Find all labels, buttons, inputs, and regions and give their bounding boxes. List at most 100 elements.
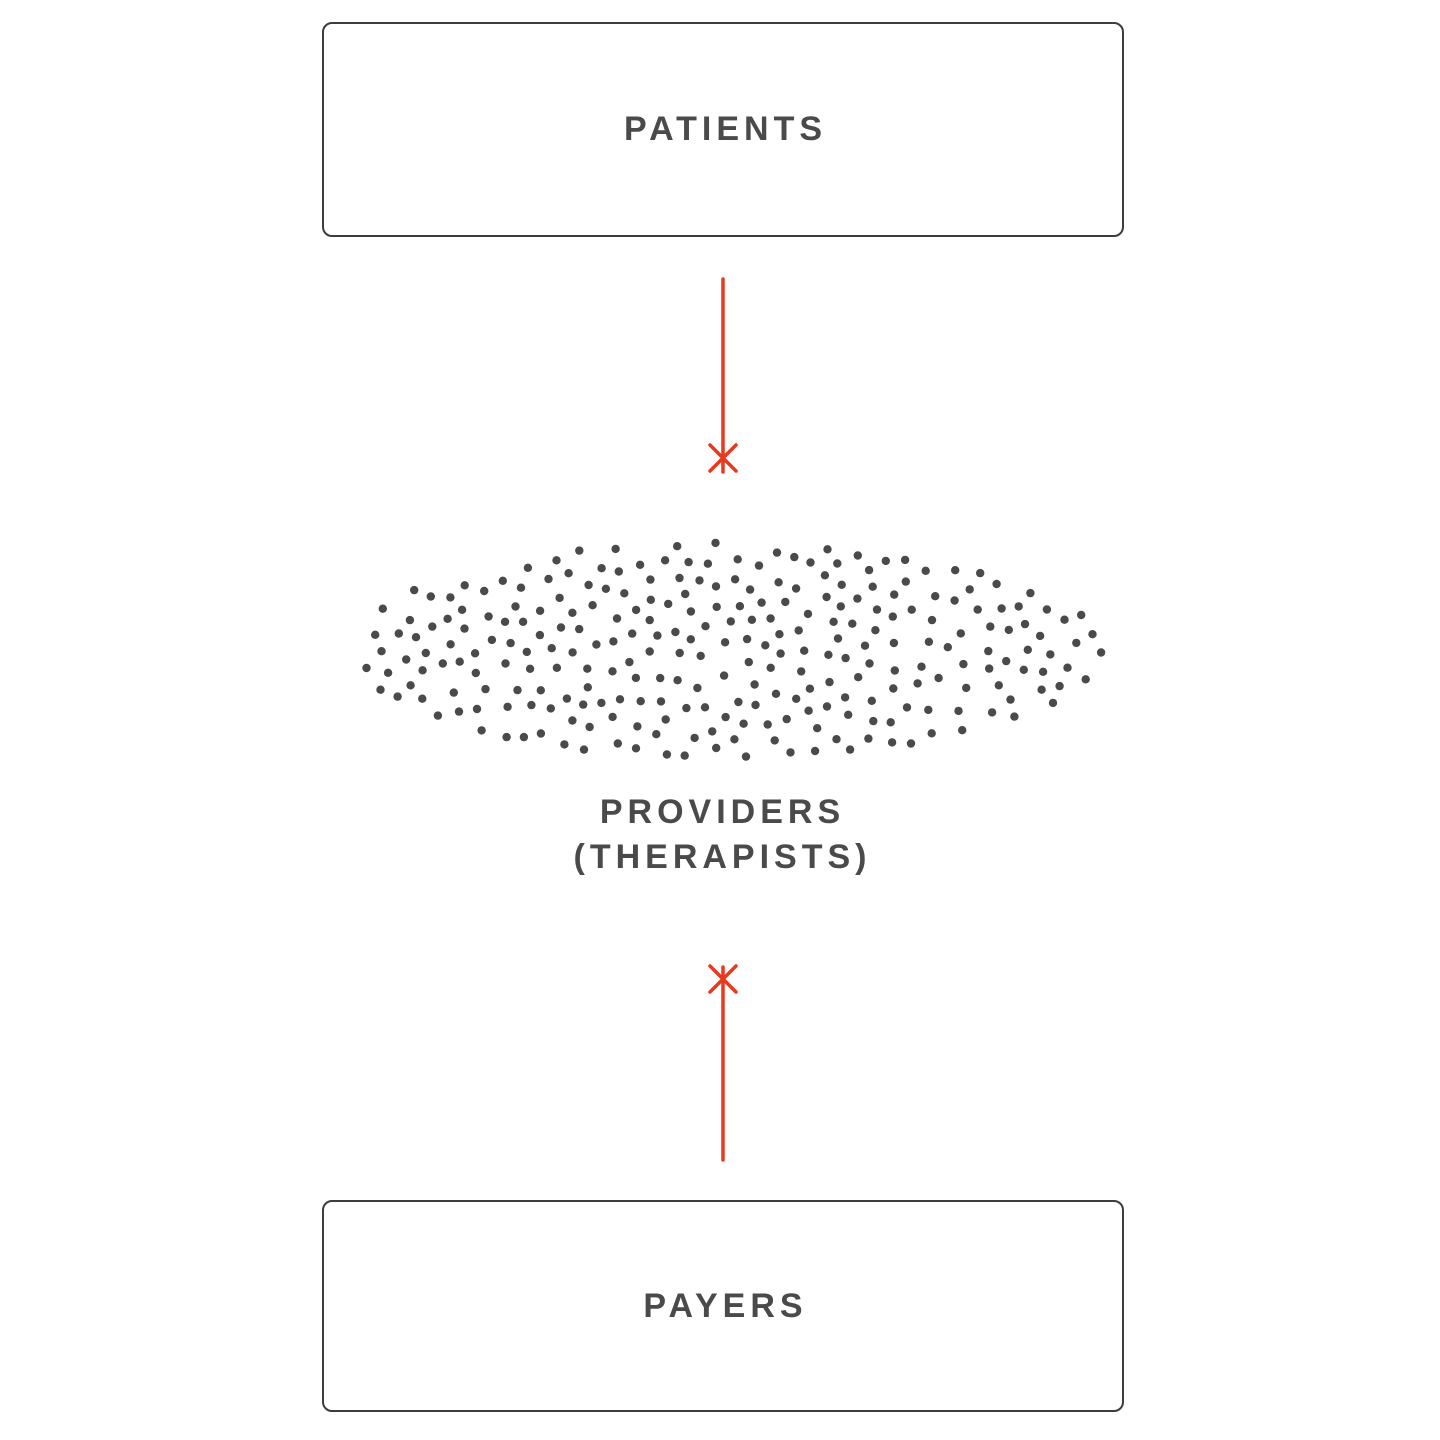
provider-dot xyxy=(741,752,751,761)
provider-dot xyxy=(810,746,820,756)
provider-dot xyxy=(376,685,385,694)
provider-dot xyxy=(446,593,455,602)
provider-dot xyxy=(739,719,748,728)
provider-dot xyxy=(523,563,533,572)
provider-dot xyxy=(965,585,974,594)
provider-dot xyxy=(562,694,572,703)
provider-dot xyxy=(984,646,993,656)
payers-label: PAYERS xyxy=(643,1286,808,1325)
provider-dot xyxy=(730,575,740,584)
provider-dot xyxy=(608,712,617,722)
provider-dot xyxy=(547,644,556,653)
provider-dot xyxy=(477,726,486,735)
provider-dot xyxy=(805,684,815,693)
provider-dot xyxy=(568,648,577,657)
provider-dot xyxy=(686,607,696,616)
provider-dot xyxy=(865,659,874,668)
provider-dot xyxy=(1042,605,1052,614)
provider-dot xyxy=(924,705,933,715)
blocked-arrow-up xyxy=(708,964,738,1162)
provider-dot xyxy=(608,667,617,676)
provider-dot xyxy=(823,545,832,554)
provider-dot xyxy=(992,579,1001,589)
provider-dot xyxy=(751,700,760,710)
provider-dot xyxy=(730,735,739,744)
provider-dot xyxy=(519,732,529,742)
provider-dot xyxy=(552,556,561,565)
provider-dot xyxy=(994,681,1003,690)
provider-dot xyxy=(662,750,672,759)
provider-dot xyxy=(1014,602,1023,611)
provider-dot xyxy=(682,703,691,713)
provider-dot xyxy=(820,571,830,580)
provider-dot xyxy=(405,615,415,625)
provider-dot xyxy=(498,576,507,585)
provider-dot xyxy=(1060,615,1069,624)
provider-dot xyxy=(664,599,673,609)
provider-dot xyxy=(750,680,759,689)
provider-dot xyxy=(583,664,592,673)
provider-dot xyxy=(614,567,623,576)
provider-dot xyxy=(656,697,666,706)
provider-dot xyxy=(564,569,573,578)
provider-dot xyxy=(631,744,641,753)
provider-dot xyxy=(1081,675,1090,684)
provider-dot xyxy=(733,555,742,564)
provider-dot xyxy=(934,673,943,683)
provider-dot xyxy=(854,673,863,682)
provider-dot xyxy=(958,726,967,735)
provider-dot xyxy=(377,647,386,656)
provider-dot xyxy=(907,605,916,614)
provider-dot xyxy=(913,679,922,688)
provider-dot xyxy=(518,617,528,626)
provider-dot xyxy=(628,629,637,638)
provider-dot xyxy=(822,702,832,711)
provider-dot xyxy=(656,673,665,683)
provider-dot xyxy=(620,589,629,598)
provider-dot xyxy=(635,560,645,569)
provider-dot xyxy=(754,561,764,570)
provider-dot xyxy=(410,585,419,595)
provider-dot xyxy=(735,602,745,611)
provider-dot xyxy=(625,657,634,667)
provider-dot xyxy=(712,743,721,753)
provider-dot xyxy=(744,657,753,667)
provider-dot xyxy=(1026,588,1035,598)
provider-dot xyxy=(457,605,467,614)
provider-dot xyxy=(646,575,655,584)
provider-dot xyxy=(931,592,940,601)
provider-dot xyxy=(645,615,654,625)
provider-dot xyxy=(480,586,489,596)
provider-dot xyxy=(757,598,766,607)
provider-dot xyxy=(1023,645,1032,654)
provider-dot xyxy=(771,689,781,698)
provider-dot xyxy=(680,751,689,760)
provider-dot xyxy=(546,704,555,713)
provider-dot xyxy=(695,576,704,585)
provider-dot xyxy=(868,582,877,591)
provider-dot xyxy=(719,671,729,680)
provider-dot xyxy=(951,566,960,575)
provider-dot xyxy=(833,559,842,568)
provider-dot xyxy=(675,573,684,583)
provider-dot xyxy=(575,624,584,634)
provider-dot xyxy=(1046,650,1055,659)
provider-dot xyxy=(987,708,997,717)
providers-label-line1: PROVIDERS xyxy=(599,793,846,831)
provider-dot xyxy=(500,617,510,626)
provider-dot xyxy=(585,722,594,732)
provider-dot xyxy=(1063,663,1072,672)
blocked-x-icon xyxy=(708,964,738,994)
provider-dot xyxy=(825,677,834,687)
provider-dot xyxy=(613,739,622,748)
provider-dot xyxy=(394,629,403,638)
provider-dot xyxy=(536,729,546,738)
provider-dot xyxy=(584,580,593,590)
provider-dot xyxy=(887,738,897,747)
provider-dot xyxy=(711,538,720,548)
provider-dot xyxy=(411,633,421,642)
provider-dot xyxy=(872,605,882,614)
provider-dot xyxy=(1088,630,1097,639)
provider-dot xyxy=(536,686,545,695)
provider-dot xyxy=(742,634,752,644)
